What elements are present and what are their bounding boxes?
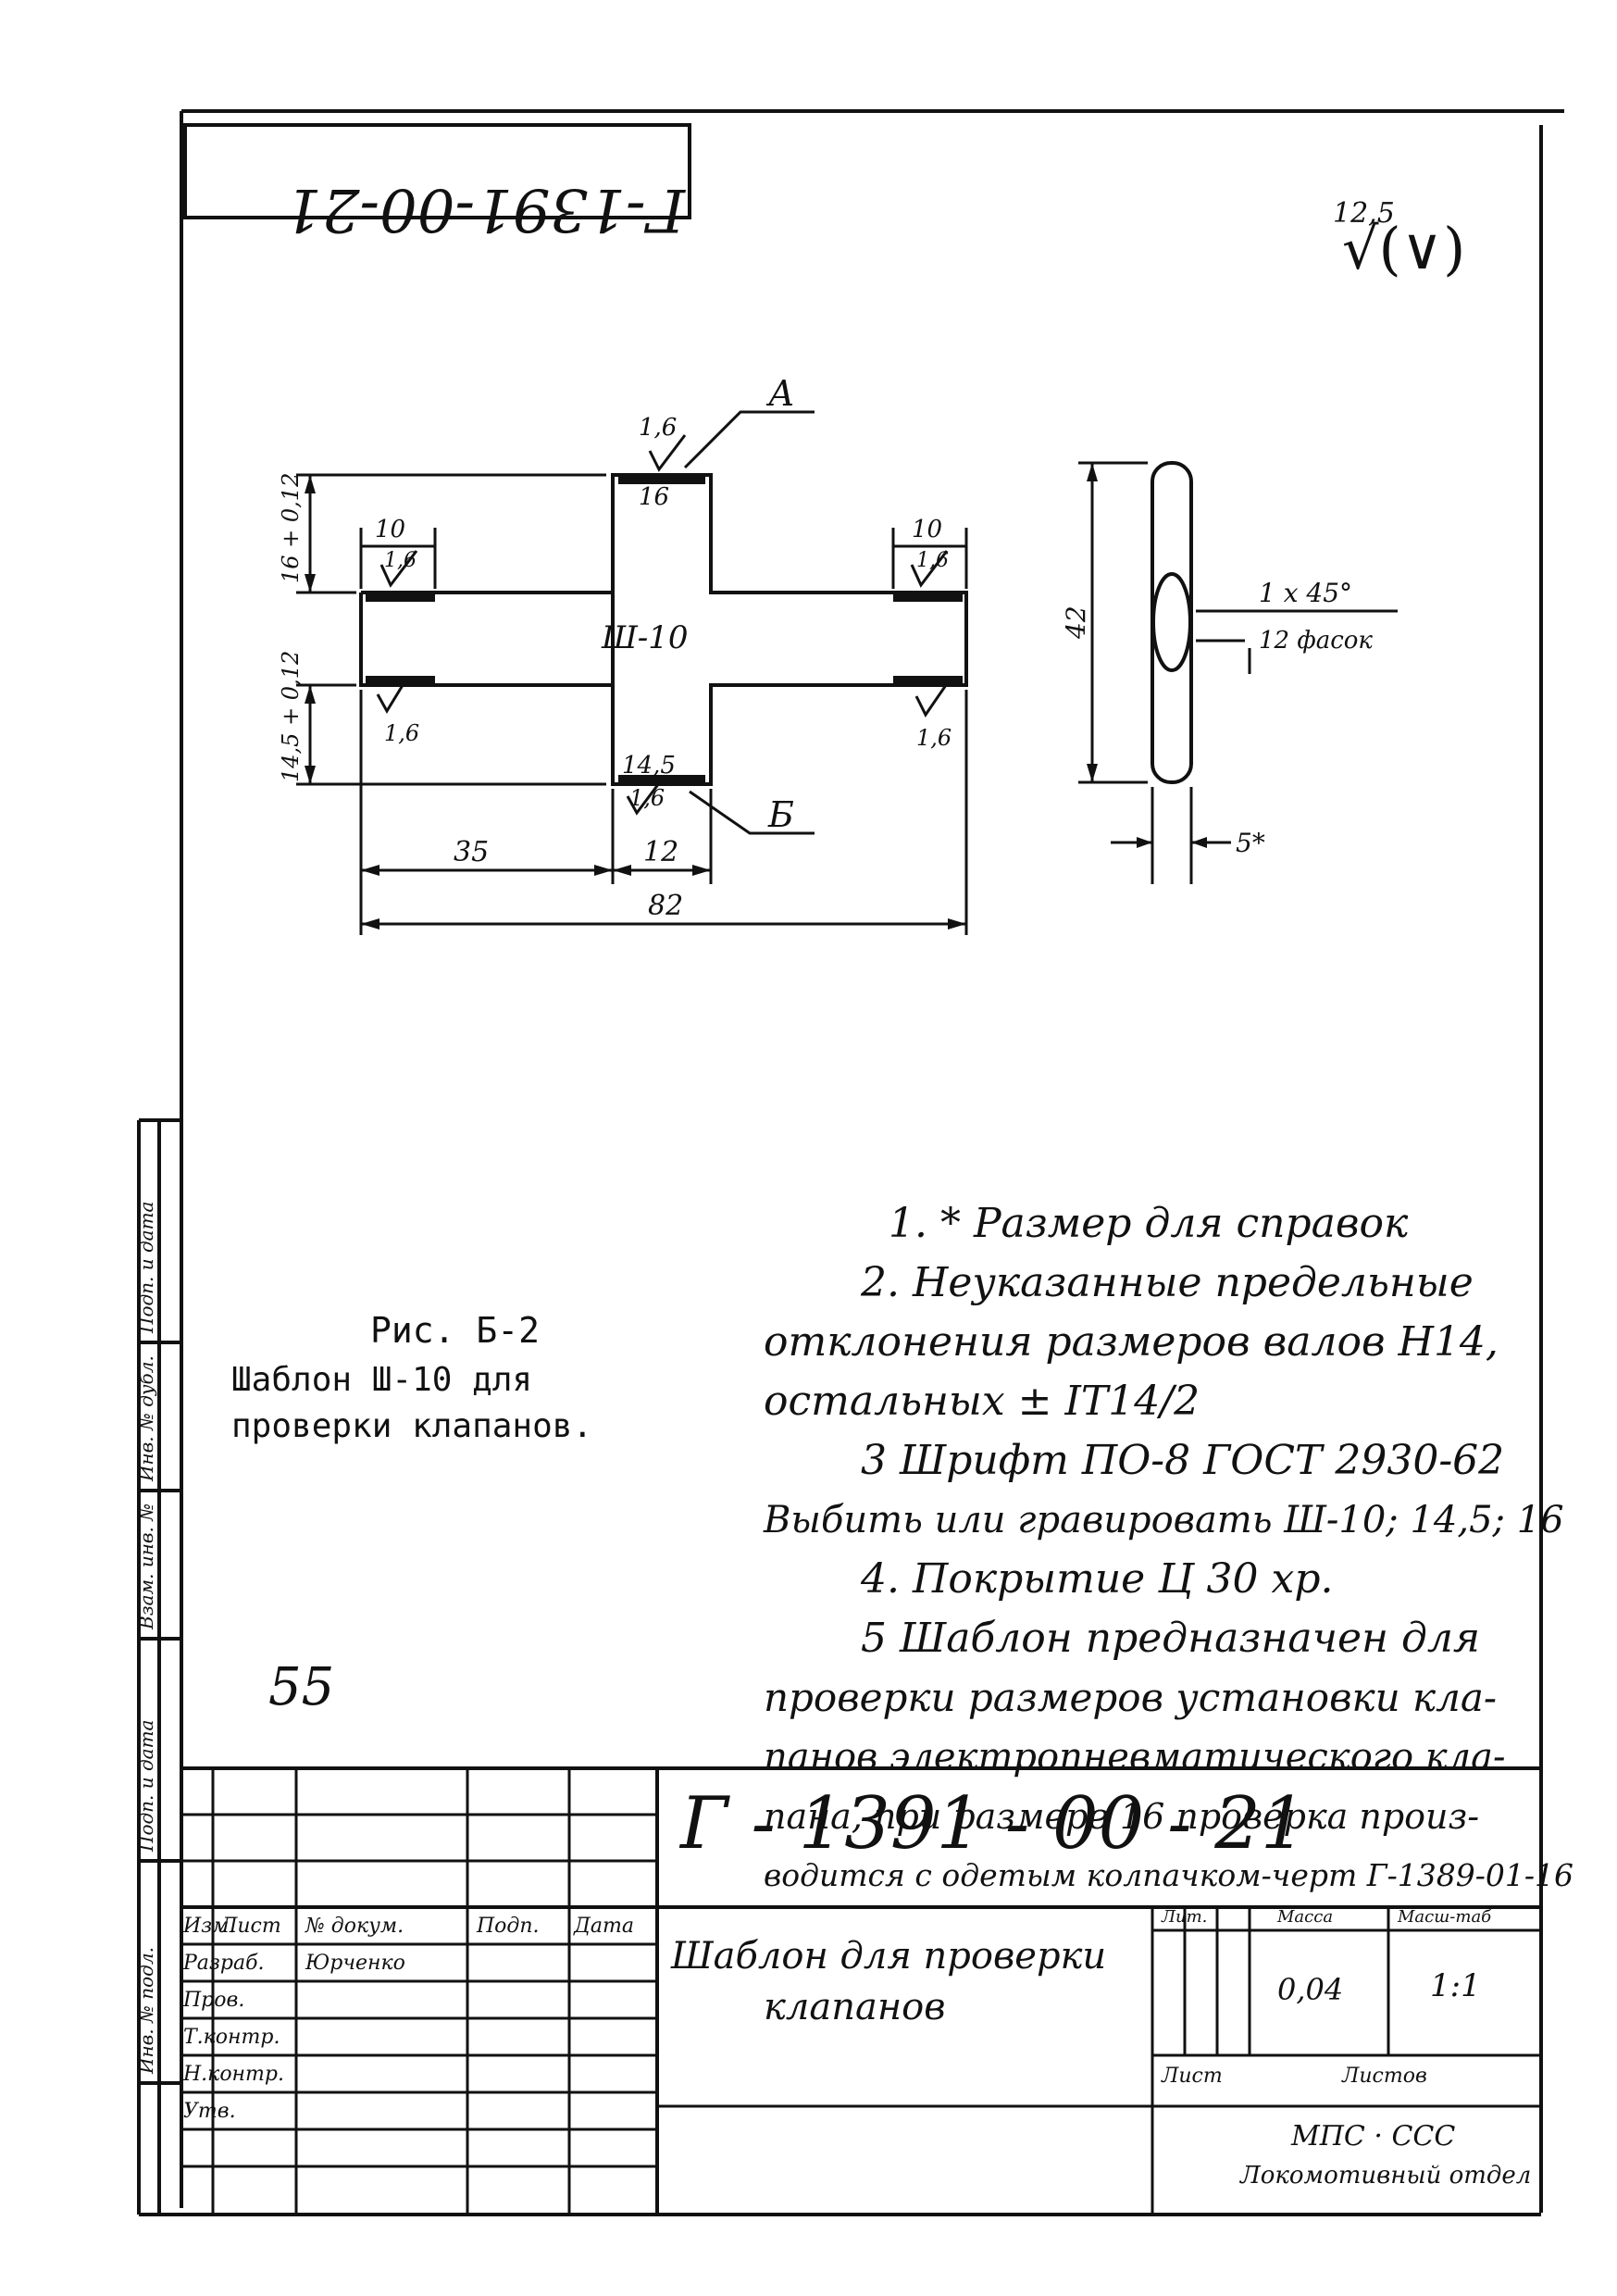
- org-line1: МПС · ССС: [1291, 2120, 1456, 2152]
- row-name-develop: Юрченко: [305, 1952, 405, 1975]
- side-dimensions: [1078, 461, 1398, 884]
- dim-chamfer: 1 x 45°: [1259, 578, 1352, 608]
- lit-label: Лит.: [1162, 1907, 1208, 1927]
- title-block-grid: [181, 1766, 1543, 2215]
- roughness-marks: [376, 434, 949, 816]
- dim-left-length: 35: [454, 836, 489, 868]
- note-5-cont-d: водится с одетым колпачком-черт Г-1389-0…: [764, 1857, 1574, 1893]
- template-front-view: [359, 473, 968, 786]
- title-block-name-line1: Шаблон для проверки: [671, 1935, 1107, 1978]
- dim-side-height: 42: [1061, 605, 1091, 640]
- page-mark: 55: [268, 1657, 335, 1717]
- org-line2: Локомотивный отдел: [1240, 2162, 1532, 2190]
- row-label-ncontrol: Н.контр.: [183, 2063, 284, 2086]
- figure-caption-subtitle: проверки клапанов.: [231, 1407, 593, 1445]
- title-block-name-line2: клапанов: [764, 1986, 946, 2028]
- row-label-tcontrol: Т.контр.: [183, 2026, 280, 2049]
- col-header-sign: Подп.: [477, 1915, 540, 1938]
- note-5-cont-c: пана, при размере 16 проверка произ-: [764, 1796, 1480, 1837]
- dimension-arrows: [305, 475, 966, 930]
- dim-lower-height: 14,5 + 0,12: [278, 651, 304, 782]
- template-marking-label: Ш-10: [601, 619, 689, 656]
- dim-upper-height: 16 + 0,12: [278, 473, 304, 583]
- roughness-left-bottom: 1,6: [384, 720, 419, 746]
- template-side-view: [1151, 461, 1193, 784]
- row-label-develop: Разраб.: [183, 1952, 265, 1975]
- note-2-cont-b: остальных ± IT14/2: [764, 1378, 1200, 1425]
- dim-chamfer-count: 12 фасок: [1259, 627, 1373, 655]
- dim-right-width: 10: [912, 516, 942, 543]
- surface-finish-symbol: √(∨): [1342, 215, 1465, 282]
- roughness-left-top: 1,6: [384, 549, 417, 572]
- col-header-doc: № докум.: [305, 1915, 404, 1938]
- surface-finish-value: 12,5: [1333, 197, 1395, 230]
- figure-caption-title: Шаблон Ш-10 для: [231, 1361, 533, 1399]
- margin-label-4: Подп. и дата: [135, 1720, 157, 1853]
- sheet-frame: [137, 109, 1564, 2216]
- col-header-izm: Изм.: [183, 1915, 236, 1938]
- note-5-cont-b: панов электропневматического кла-: [764, 1736, 1506, 1778]
- roughness-right-top: 1,6: [916, 549, 949, 572]
- rotated-doc-code: Г-1391-00-21: [284, 175, 686, 243]
- dim-top-tab-width: 16: [639, 483, 669, 511]
- note-2: 2. Неуказанные предельные: [861, 1259, 1474, 1306]
- scale-value: 1:1: [1430, 1967, 1481, 2004]
- row-label-check: Пров.: [183, 1989, 245, 2012]
- mass-value: 0,04: [1277, 1972, 1344, 2007]
- row-label-approve: Утв.: [183, 2100, 236, 2123]
- note-2-cont-a: отклонения размеров валов H14,: [764, 1318, 1499, 1366]
- dim-left-width: 10: [375, 516, 405, 543]
- sheet-label: Лист: [1162, 2065, 1223, 2088]
- leader-label-a: А: [765, 373, 795, 414]
- scale-label: Масш-таб: [1398, 1907, 1492, 1927]
- note-5-cont-a: проверки размеров установки кла-: [764, 1675, 1498, 1720]
- mass-label: Масса: [1277, 1907, 1334, 1927]
- roughness-right-bottom: 1,6: [916, 725, 952, 751]
- dim-center-width: 12: [643, 836, 678, 868]
- dim-bottom-tab-width: 14,5: [622, 752, 676, 780]
- side-arrows: [1087, 463, 1207, 848]
- dim-total-length: 82: [648, 890, 683, 922]
- col-header-list: Лист: [220, 1915, 281, 1938]
- dim-thickness: 5*: [1236, 828, 1265, 858]
- sheets-label: Листов: [1342, 2065, 1427, 2088]
- margin-label-2: Инв. № дубл.: [135, 1355, 157, 1482]
- note-5: 5 Шаблон предназначен для: [861, 1615, 1481, 1662]
- note-3: 3 Шрифт ПО-8 ГОСТ 2930-62: [861, 1437, 1505, 1484]
- title-block-doc-number: Г - 1391 - 00 - 21: [680, 1782, 1307, 1866]
- front-dimensions: [296, 410, 968, 935]
- roughness-top: 1,6: [639, 414, 677, 442]
- leader-label-b: Б: [767, 794, 794, 835]
- note-3-cont: Выбить или гравировать Ш-10; 14,5; 16: [764, 1499, 1564, 1541]
- col-header-date: Дата: [574, 1915, 634, 1938]
- technical-notes: 1. * Размер для справок 2. Неуказанные п…: [764, 1194, 1574, 1905]
- rotated-code-box: [183, 123, 691, 219]
- roughness-bottom: 1,6: [629, 785, 665, 811]
- margin-label-5: Инв. № подл.: [135, 1947, 157, 2075]
- note-4: 4. Покрытие Ц 30 хр.: [861, 1555, 1334, 1603]
- margin-label-3: Взам. инв. №: [135, 1504, 157, 1630]
- margin-label-1: Подп. и дата: [135, 1202, 157, 1334]
- figure-caption-number: Рис. Б-2: [370, 1310, 541, 1351]
- note-1: 1. * Размер для справок: [889, 1200, 1409, 1247]
